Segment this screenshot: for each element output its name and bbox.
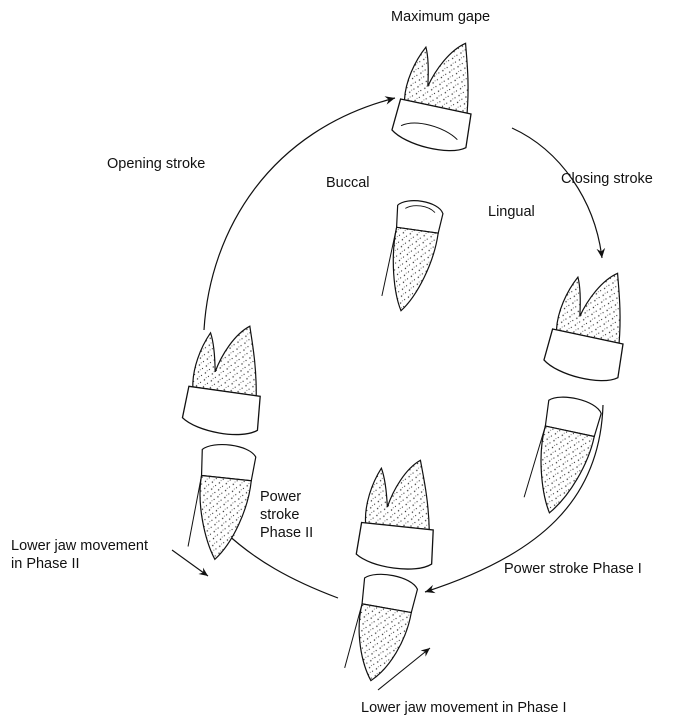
closing-stroke-arrow	[512, 128, 602, 258]
upper-molar-left	[181, 319, 272, 439]
lingual-label: Lingual	[488, 203, 535, 221]
lower-molar-bottom	[343, 570, 419, 686]
opening-stroke-label: Opening stroke	[107, 155, 205, 173]
upper-molar-max-gape	[390, 32, 487, 155]
lower-molar-left	[187, 442, 257, 563]
upper-molar-right	[542, 262, 639, 385]
power-stroke-phase-ii-label: Power stroke Phase II	[260, 488, 313, 542]
lower-jaw-phase-ii-arrow	[172, 550, 208, 576]
lower-molar-center	[380, 198, 444, 315]
lower-molar-right	[522, 392, 603, 519]
upper-molar-bottom	[355, 455, 442, 572]
closing-stroke-label: Closing stroke	[561, 170, 653, 188]
power-stroke-phase-i-label: Power stroke Phase I	[504, 560, 642, 578]
lower-jaw-phase-ii-label: Lower jaw movement in Phase II	[11, 537, 148, 573]
maximum-gape-label: Maximum gape	[391, 8, 490, 26]
lower-jaw-phase-i-label: Lower jaw movement in Phase I	[361, 699, 567, 717]
buccal-label: Buccal	[326, 174, 370, 192]
opening-stroke-arrow	[204, 98, 395, 330]
